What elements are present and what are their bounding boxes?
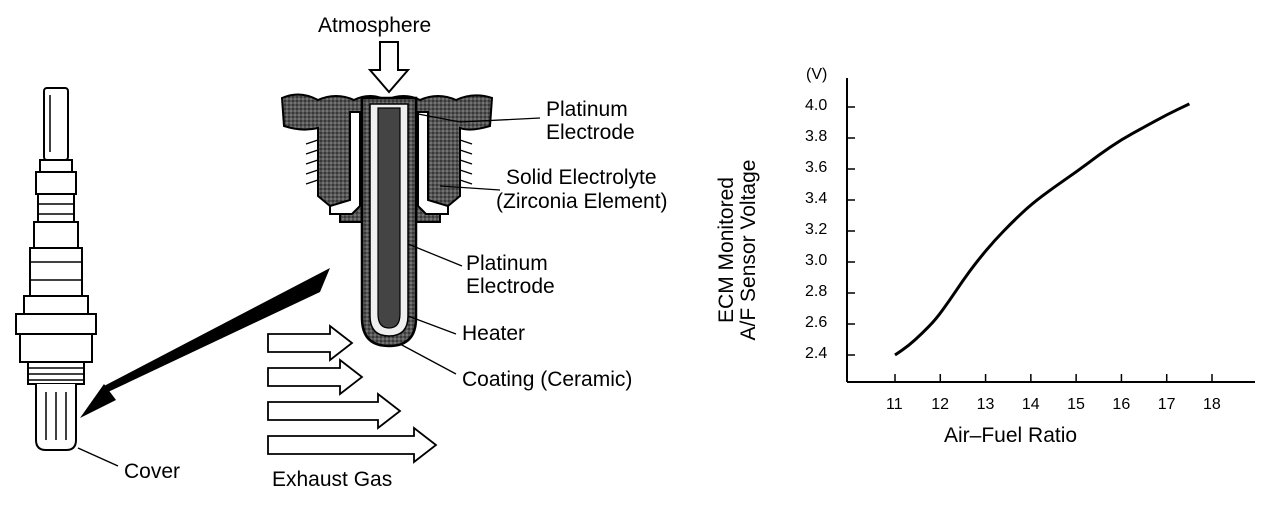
y-tick-label: 4.0 xyxy=(805,97,828,114)
x-tick-label: 13 xyxy=(976,396,995,413)
series-line xyxy=(894,102,1191,357)
solid-electrolyte-line2: (Zirconia Element) xyxy=(496,190,668,213)
pointer-arrow xyxy=(80,268,330,418)
sensor-housing xyxy=(280,93,494,348)
y-tick-label: 3.4 xyxy=(805,190,828,207)
af-sensor-chart xyxy=(846,78,1255,383)
x-tick-label: 18 xyxy=(1203,396,1221,413)
y-tick-label: 2.6 xyxy=(805,314,828,331)
platinum-electrode-outer-line1: Platinum xyxy=(546,98,628,121)
y-tick-label: 3.0 xyxy=(805,252,828,269)
x-tick-label: 15 xyxy=(1067,396,1085,413)
exhaust-gas-label: Exhaust Gas xyxy=(272,468,393,491)
x-tick-label: 16 xyxy=(1112,396,1131,413)
y-axis-title-line2: A/F Sensor Voltage xyxy=(737,159,760,341)
atmosphere-label: Atmosphere xyxy=(318,14,432,37)
solid-electrolyte-line1: Solid Electrolyte xyxy=(506,166,657,189)
y-tick-label: 2.4 xyxy=(805,345,828,362)
leader-lines xyxy=(399,113,541,375)
x-tick-label: 11 xyxy=(886,396,903,413)
sensor-body xyxy=(15,87,97,451)
cover-leader xyxy=(77,447,119,467)
y-tick-label: 3.2 xyxy=(805,221,828,238)
coating-label: Coating (Ceramic) xyxy=(462,368,633,391)
y-axis-title: ECM Monitored A/F Sensor Voltage xyxy=(715,125,760,375)
heater-label: Heater xyxy=(462,322,526,345)
platinum-electrode-inner-line1: Platinum xyxy=(466,252,548,275)
x-tick-label: 12 xyxy=(931,396,950,413)
y-tick-label: 3.6 xyxy=(805,159,828,176)
x-tick-label: 17 xyxy=(1157,396,1176,413)
y-tick-label: 2.8 xyxy=(805,283,828,300)
platinum-electrode-outer-line2: Electrode xyxy=(546,121,635,144)
y-axis-title-line1: ECM Monitored xyxy=(715,177,738,323)
y-tick-label: 3.8 xyxy=(805,128,828,145)
x-axis-title: Air–Fuel Ratio xyxy=(944,424,1078,447)
y-unit-label: (V) xyxy=(806,66,828,83)
platinum-electrode-inner-line2: Electrode xyxy=(466,275,555,298)
x-tick-label: 14 xyxy=(1021,396,1040,413)
atmosphere-arrow xyxy=(367,41,411,94)
exhaust-gas-arrows xyxy=(267,324,438,464)
cover-label: Cover xyxy=(124,460,181,483)
